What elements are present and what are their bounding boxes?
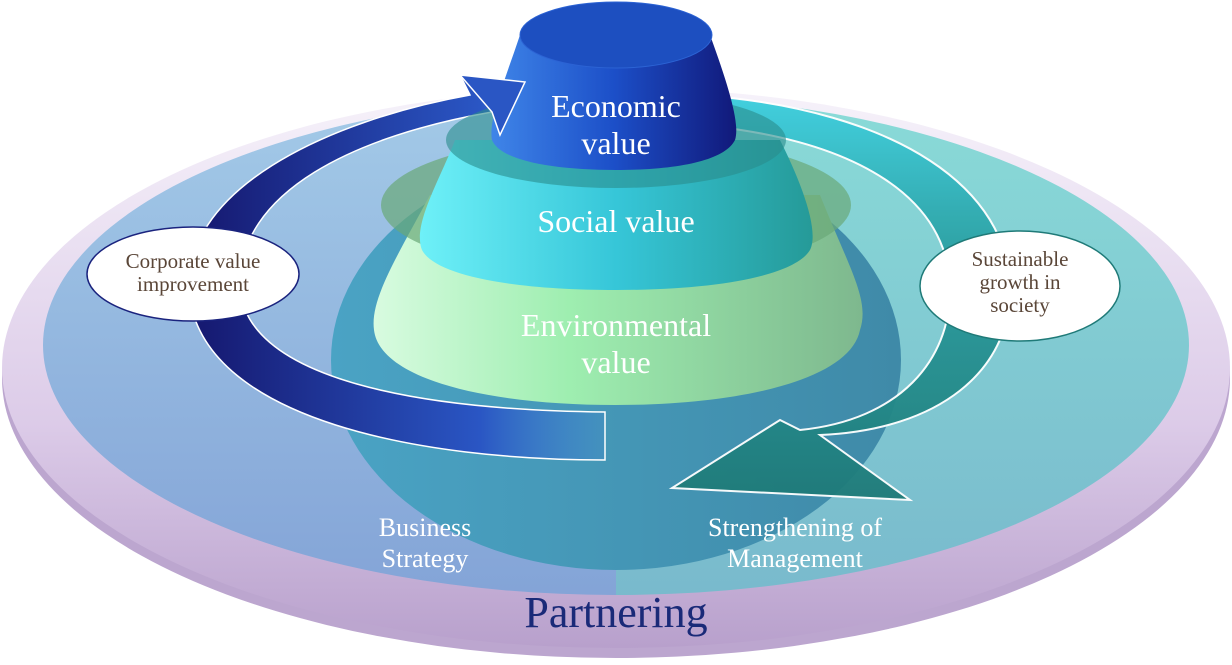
sustainable-growth-line2: growth in [979, 270, 1061, 295]
economic-value-line1: Economic [551, 88, 681, 124]
sustainable-growth-line3: society [990, 293, 1050, 318]
right-cycle-arrow [668, 93, 1012, 502]
environmental-value-line2: value [581, 343, 651, 380]
corporate-value-line2: improvement [137, 272, 249, 297]
economic-tier [491, 35, 737, 170]
sustainable-growth-label: Sustainable growth in society [930, 247, 1110, 318]
strengthening-management-label: Strengthening of Management [670, 512, 920, 574]
social-value-label: Social value [470, 203, 762, 240]
bubble-corporate-value [86, 226, 300, 322]
strengthening-management-line1: Strengthening of [707, 513, 883, 542]
business-strategy-line1: Business [378, 513, 472, 542]
business-strategy-line2: Strategy [381, 544, 469, 574]
partnering-title: Partnering [524, 588, 708, 637]
social-value-line1: Social value [537, 203, 695, 239]
corporate-value-improvement-label: Corporate value improvement [93, 249, 293, 297]
environmental-value-label: Environmental value [440, 307, 792, 381]
economic-tier-top [520, 2, 712, 68]
corporate-value-line1: Corporate value [125, 249, 261, 273]
environmental-value-line1: Environmental [520, 307, 712, 343]
strengthening-management-line2: Management [727, 544, 863, 574]
business-strategy-label: Business Strategy [340, 512, 510, 574]
economic-value-label: Economic value [500, 88, 732, 162]
economic-value-line2: value [581, 124, 651, 161]
bubble-sustainable-growth [919, 230, 1121, 342]
sustainable-growth-line1: Sustainable [971, 247, 1069, 271]
